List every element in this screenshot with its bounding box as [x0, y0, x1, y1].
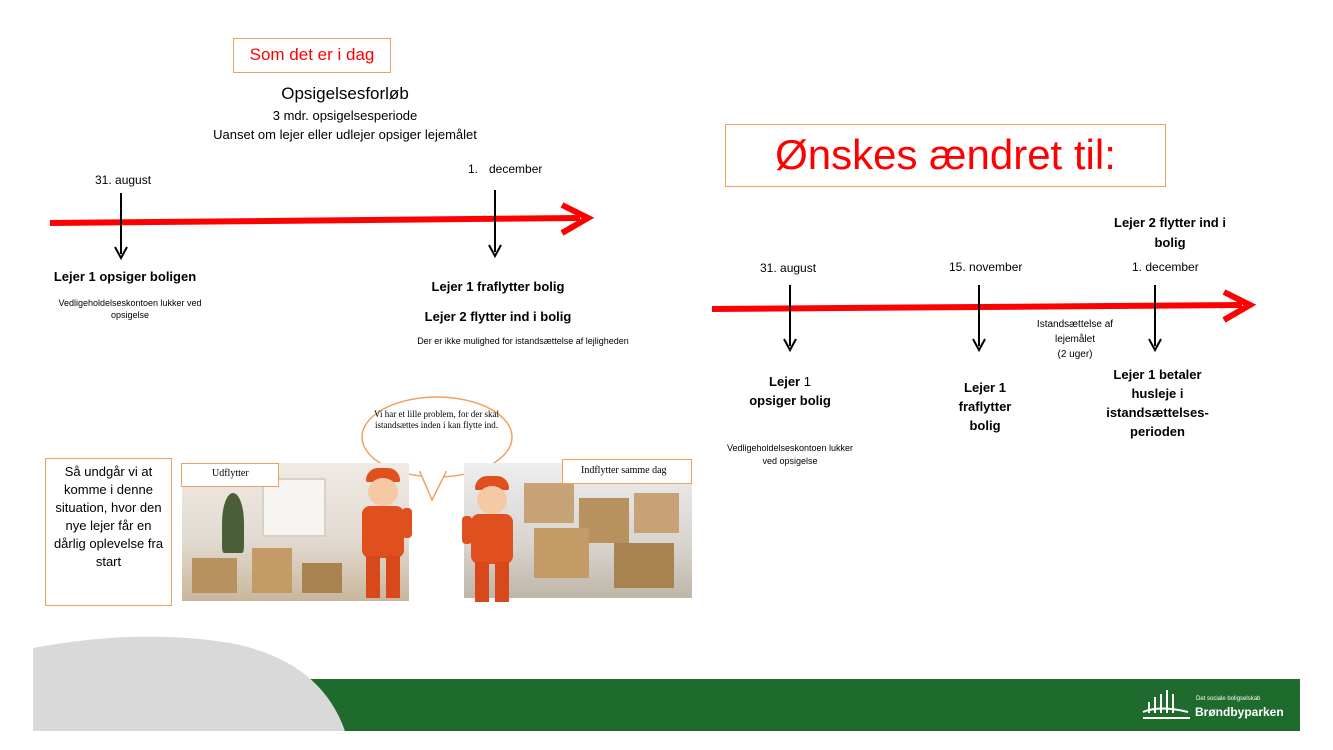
right-event3-title: Lejer 1 betaler husleje i istandsættelse…	[1106, 367, 1209, 439]
left-date-dec-num: 1.	[468, 162, 479, 176]
regardless-text: Uanset om lejer eller udlejer opsiger le…	[213, 127, 477, 142]
window-icon	[262, 478, 326, 537]
left-date-dec: december	[489, 162, 543, 176]
left-event1-note: Vedligeholdelseskontoen lukker ved opsig…	[58, 298, 202, 320]
right-event1-title-num: 1	[800, 374, 811, 389]
logo-tagline: Det sociale boligselskab	[1196, 696, 1261, 702]
left-event2-title1: Lejer 1 fraflytter bolig	[431, 279, 565, 294]
right-date-aug: 31. august	[760, 261, 817, 275]
right-event1-title2: opsiger bolig	[749, 393, 831, 408]
plant-icon	[222, 493, 244, 553]
left-timeline-arrowhead	[560, 202, 595, 236]
repair-note-line1: Istandsættelse af lejemålet	[1036, 319, 1114, 345]
left-event1-title: Lejer 1 opsiger boligen	[53, 269, 197, 284]
desired-change-heading: Ønskes ændret til:	[725, 124, 1166, 187]
moveout-label: Udflytter	[181, 463, 279, 487]
left-event2-title2: Lejer 2 flytter ind i bolig	[424, 309, 572, 324]
repair-note: Istandsættelse af lejemålet (2 uger)	[1025, 317, 1125, 362]
right-date-dec: 1. december	[1132, 260, 1199, 274]
right-event1-title: Lejer 1 opsiger bolig	[735, 372, 845, 410]
box-icon	[524, 483, 574, 523]
repair-note-line2: (2 uger)	[1057, 349, 1093, 360]
box-icon	[252, 548, 292, 593]
right-timeline	[711, 302, 1243, 312]
worker-right-icon	[462, 476, 522, 606]
brondbyparken-logo-icon	[1142, 690, 1190, 719]
box-icon	[614, 543, 674, 588]
box-icon	[302, 563, 342, 593]
left-event2-note: Der er ikke mulighed for istandsættelse …	[417, 336, 629, 346]
box-icon	[634, 493, 679, 533]
notice-period-text: 3 mdr. opsigelsesperiode	[272, 108, 418, 123]
right-top-label: Lejer 2 flytter ind i bolig	[1114, 215, 1226, 250]
right-timeline-arrowhead	[1222, 289, 1257, 323]
speech-bubble-text: Vi har et lille problem, for der skal is…	[374, 409, 499, 430]
right-event1-note: Vedligeholdelseskontoen lukker ved opsig…	[726, 443, 854, 466]
footer-grey-shape	[33, 636, 345, 731]
logo-name: Brøndbyparken	[1195, 705, 1284, 719]
left-timeline	[49, 215, 581, 226]
box-icon	[192, 558, 237, 593]
current-state-heading: Som det er i dag	[233, 38, 391, 73]
termination-title: Opsigelsesforløb	[281, 84, 409, 103]
box-icon	[534, 528, 589, 578]
left-date-aug: 31. august	[95, 173, 152, 187]
worker-left-icon	[350, 468, 416, 603]
right-date-nov: 15. november	[949, 260, 1023, 274]
movein-label: Indflytter samme dag	[562, 459, 692, 484]
right-event1-title-bold: Lejer	[769, 374, 801, 389]
right-event2-title: Lejer 1 fraflytter bolig	[958, 380, 1012, 433]
conclusion-box: Så undgår vi at komme i denne situation,…	[45, 458, 172, 606]
